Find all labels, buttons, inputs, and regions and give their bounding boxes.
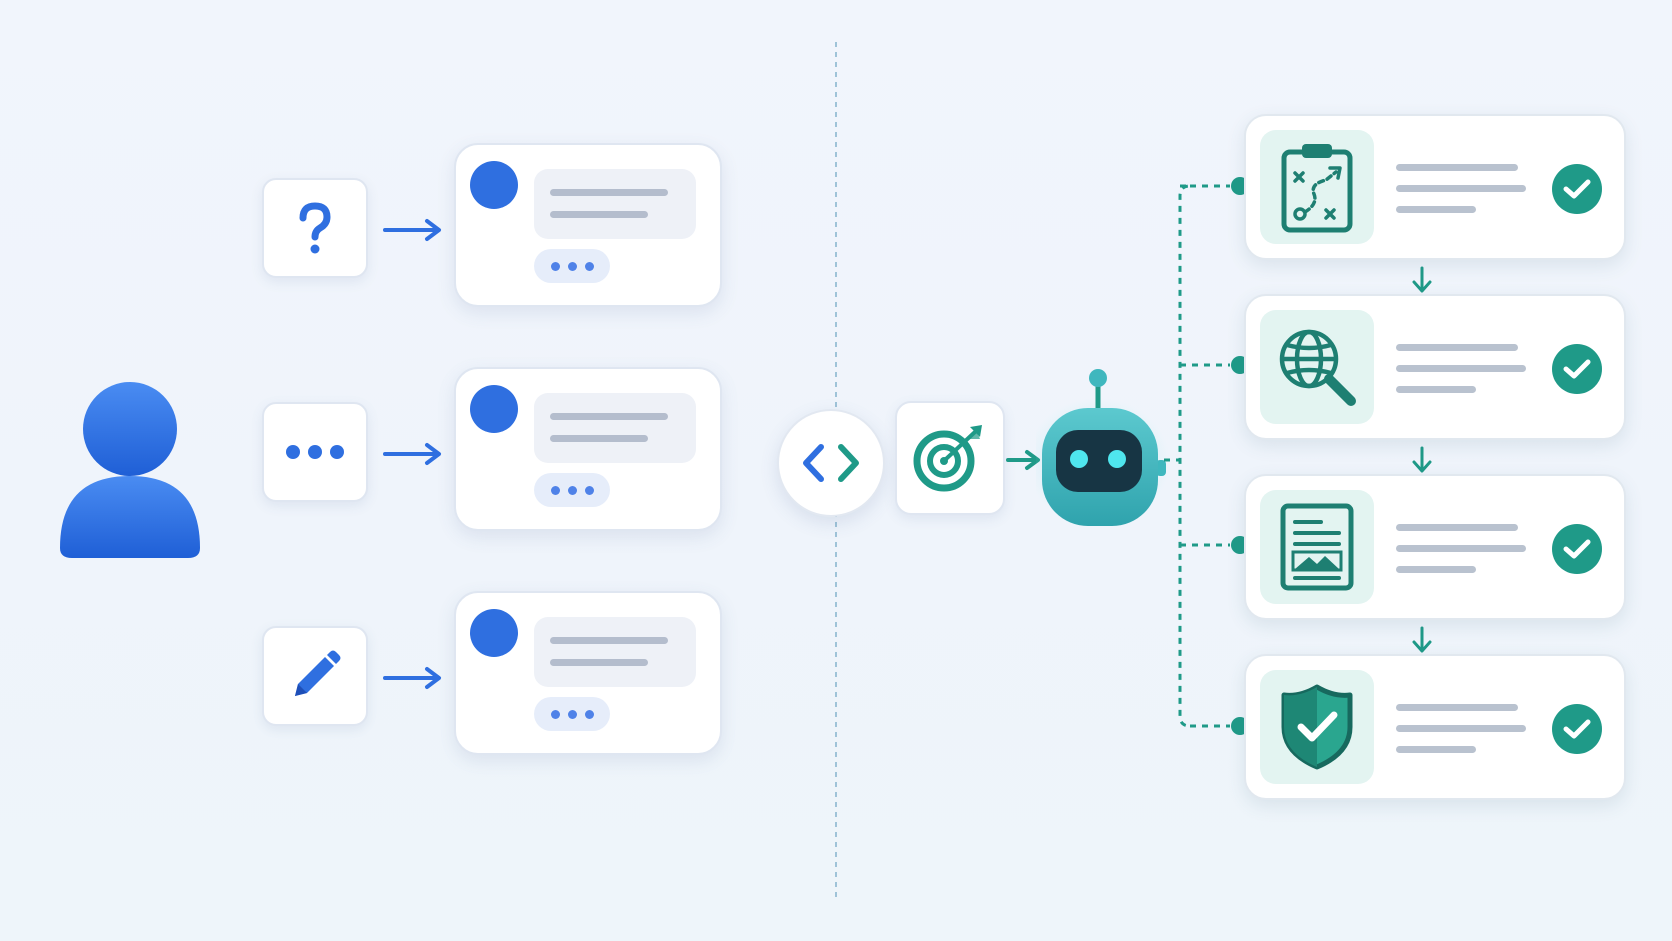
- ai-agent: [1026, 366, 1176, 526]
- strategy-clipboard-icon: [1281, 144, 1353, 233]
- chat-message-card: [454, 591, 722, 755]
- question-mark-icon: [299, 202, 331, 254]
- chat-message-card: [454, 367, 722, 531]
- workflow-step-verify[interactable]: [1244, 654, 1626, 800]
- robot-icon: [1026, 369, 1170, 526]
- workflow-step-research[interactable]: [1244, 294, 1626, 440]
- typing-indicator: [534, 473, 610, 507]
- code-brackets-icon: [803, 444, 859, 482]
- typing-indicator: [534, 249, 610, 283]
- target-icon: [913, 425, 982, 492]
- chat-avatar: [470, 161, 518, 209]
- edit-action-tile[interactable]: [262, 626, 368, 726]
- chat-bubble: [534, 169, 696, 239]
- person-icon: [60, 382, 200, 558]
- goal-tile[interactable]: [895, 401, 1005, 515]
- chat-message-card: [454, 143, 722, 307]
- chat-bubble: [534, 617, 696, 687]
- user-avatar: [58, 380, 202, 560]
- question-action-tile[interactable]: [262, 178, 368, 278]
- chat-avatar: [470, 385, 518, 433]
- ellipsis-icon: [286, 445, 344, 459]
- arrow-right-icon: [383, 667, 441, 689]
- web-search-icon: [1279, 329, 1356, 406]
- typing-indicator: [534, 697, 610, 731]
- ellipsis-action-tile[interactable]: [262, 402, 368, 502]
- document-image-icon: [1280, 503, 1354, 591]
- chat-avatar: [470, 609, 518, 657]
- chat-bubble: [534, 393, 696, 463]
- arrow-right-icon: [383, 219, 441, 241]
- check-icon: [1552, 524, 1602, 574]
- workflow-step-draft[interactable]: [1244, 474, 1626, 620]
- pencil-icon: [295, 650, 341, 696]
- check-icon: [1552, 344, 1602, 394]
- check-icon: [1552, 704, 1602, 754]
- code-interface-node[interactable]: [777, 409, 885, 517]
- check-icon: [1552, 164, 1602, 214]
- arrow-right-icon: [383, 443, 441, 465]
- workflow-step-plan[interactable]: [1244, 114, 1626, 260]
- shield-check-icon: [1281, 684, 1353, 770]
